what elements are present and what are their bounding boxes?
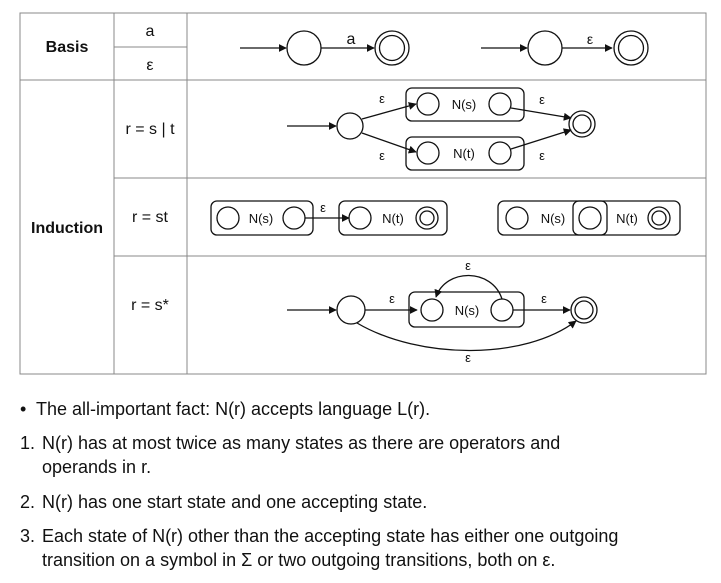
accepting-state: [613, 30, 649, 66]
union-eps-1: ε: [379, 91, 385, 106]
nt-box: [572, 200, 681, 236]
star-eps-in: ε: [389, 291, 395, 306]
accepting-state: [570, 296, 598, 324]
transition-label-a: a: [347, 31, 356, 48]
item-1-line-2: operands in r.: [42, 457, 152, 477]
bullet-text: The all-important fact: N(r) accepts lan…: [36, 399, 431, 419]
concat-nfa-merged: [497, 200, 681, 236]
thompson-construction-diagram: Basis Induction a ε r = s | t r = st r =…: [19, 12, 707, 375]
item-3-line-1: Each state of N(r) other than the accept…: [42, 526, 619, 546]
ns-box: [497, 200, 608, 236]
item-3-marker: 3.: [20, 526, 36, 546]
start-state: [336, 112, 364, 140]
star-eps-loop: ε: [465, 258, 471, 273]
union-ns-label: N(s): [452, 97, 477, 112]
union-eps-2: ε: [379, 148, 385, 163]
concat1-ns-label: N(s): [249, 211, 274, 226]
item-3-line-2: transition on a symbol in Σ or two outgo…: [42, 550, 556, 570]
row-label-epsilon: ε: [146, 57, 153, 74]
union-eps-4: ε: [539, 148, 545, 163]
transition-label-epsilon: ε: [587, 31, 593, 47]
bullet-marker: •: [20, 399, 27, 419]
start-state: [336, 295, 366, 325]
item-1-line-1: N(r) has at most twice as many states as…: [42, 433, 561, 453]
union-eps-3: ε: [539, 92, 545, 107]
star-eps-out: ε: [541, 291, 547, 306]
accepting-state: [374, 30, 410, 66]
star-nfa: [287, 274, 598, 352]
concat1-eps: ε: [320, 200, 326, 215]
induction-label: Induction: [31, 220, 103, 237]
row-label-union: r = s | t: [125, 121, 175, 138]
item-1-marker: 1.: [20, 433, 36, 453]
basis-label: Basis: [46, 39, 89, 56]
accepting-state: [568, 110, 596, 138]
item-2-marker: 2.: [20, 492, 36, 512]
row-label-a: a: [146, 23, 155, 40]
start-state: [527, 30, 563, 66]
concat2-ns-label: N(s): [541, 211, 566, 226]
star-ns-label: N(s): [455, 303, 480, 318]
concat1-nt-label: N(t): [382, 211, 404, 226]
row-label-concat: r = st: [132, 209, 169, 226]
union-nt-label: N(t): [453, 146, 475, 161]
basis-epsilon-nfa: [481, 30, 649, 66]
item-2-text: N(r) has one start state and one accepti…: [42, 492, 428, 512]
star-eps-skip: ε: [465, 350, 471, 365]
concat-nfa-epsilon: [210, 200, 448, 236]
nt-box: [338, 200, 448, 236]
nt-box: [405, 136, 525, 171]
row-label-star: r = s*: [131, 297, 169, 314]
ns-box: [405, 87, 525, 122]
table-grid: [19, 12, 707, 375]
basis-a-nfa: [240, 30, 410, 66]
concat2-nt-label: N(t): [616, 211, 638, 226]
start-state: [286, 30, 322, 66]
union-nfa: [287, 87, 596, 171]
